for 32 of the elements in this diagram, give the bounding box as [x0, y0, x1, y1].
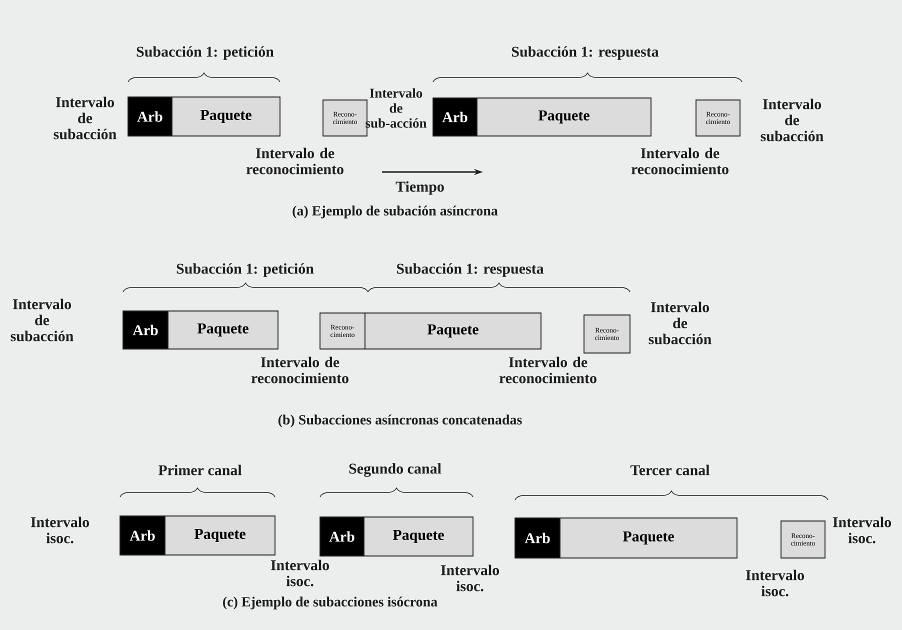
caption: (b) Subacciones asíncronas concatenadas: [278, 414, 522, 428]
packet-box: Paquete: [364, 516, 474, 556]
interval-label: Intervalo de reconocimiento: [246, 148, 344, 174]
packet-box: Paquete: [172, 96, 280, 136]
brace-label: Primer canal: [158, 464, 242, 476]
interval-label: Intervalo isoc.: [746, 570, 804, 596]
arbitration-box: Arb: [320, 516, 364, 556]
interval-label: Tiempo: [396, 181, 444, 195]
brace-label: Subacción 1: respuesta: [512, 46, 659, 60]
arbitration-box: Arb: [514, 518, 560, 558]
interval-label: Intervalo isoc.: [270, 560, 330, 586]
brace-label: Subacción 1: petición: [176, 263, 314, 277]
packet-box: Paquete: [168, 310, 278, 350]
arbitration-box: Arb: [120, 516, 166, 556]
interval-label: Intervalo de reconocimiento: [631, 148, 728, 174]
brace-label: Segundo canal: [349, 463, 442, 477]
caption: (a) Ejemplo de subación asíncrona: [292, 206, 498, 218]
interval-label: Intervalo de subacción: [648, 302, 712, 344]
interval-label: Intervalo de reconocimiento: [251, 356, 348, 384]
arbitration-box: Arb: [432, 98, 478, 136]
caption: (c) Ejemplo de subacciones isócrona: [223, 596, 438, 610]
packet-box: Paquete: [164, 516, 276, 556]
interval-label: Intervalo de reconocimiento: [499, 356, 596, 384]
brace-label: Subacción 1: petición: [136, 46, 274, 60]
arbitration-box: Arb: [128, 96, 172, 136]
packet-box: Paquete: [476, 98, 652, 136]
brace-label: Tercer canal: [630, 464, 710, 476]
packet-box: Paquete: [560, 518, 738, 558]
brace-label: Subacción 1: respuesta: [396, 263, 544, 277]
interval-label: Intervalo isoc.: [440, 564, 500, 592]
interval-label: Intervalo de subacción: [760, 98, 824, 142]
arbitration-box: Arb: [122, 310, 168, 350]
